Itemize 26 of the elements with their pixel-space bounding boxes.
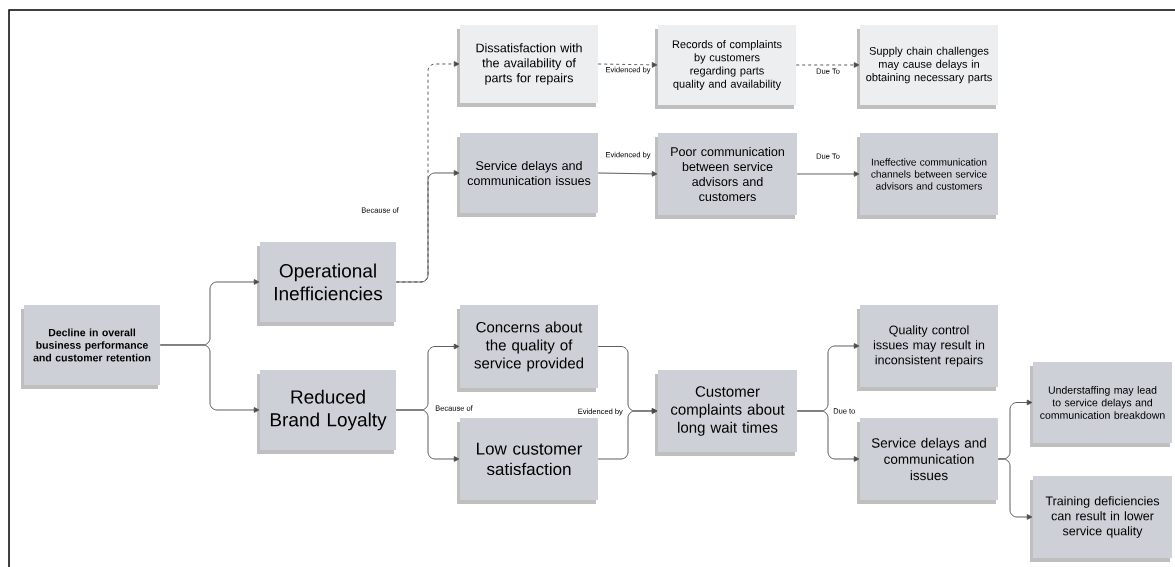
note-box: Ineffective communication channels between service advisors and customers [857, 133, 998, 219]
note-box: Concerns about the quality of service provided [457, 305, 598, 392]
arrow [597, 62, 658, 68]
arrow [597, 171, 658, 177]
arrow [159, 344, 260, 413]
note-box: Service delays and communication issues [857, 418, 998, 504]
note-box: Low customer satisfaction [457, 418, 598, 504]
note-box: Service delays and communication issues [457, 133, 598, 217]
note-box: Records of complaints by customers regarding parts quality and availability [655, 25, 796, 109]
note-box: Customer complaints about long wait times [655, 370, 797, 456]
arrow [997, 458, 1033, 520]
arrow [597, 408, 658, 460]
note-box: Supply chain challenges may cause delays in obtaining necessary parts [857, 25, 998, 109]
arrow [395, 409, 460, 462]
note-box: Training deficiencies can result in lower service quality [1030, 476, 1172, 562]
arrow [796, 171, 860, 177]
note-box: Reduced Brand Loyalty [257, 370, 396, 454]
note-box: Decline in overall business performance and customer retention [21, 305, 160, 389]
note-box: Poor communication between service advisors and customers [655, 133, 797, 219]
note-box: Understaffing may lead to service delays and communication breakdown [1030, 362, 1172, 447]
note-box: Operational Inefficiencies [257, 242, 396, 326]
arrow [796, 410, 860, 462]
note-box: Dissatisfaction with the availability of parts for repairs [457, 25, 598, 107]
note-box: Quality control issues may result in inconsistent repairs [857, 305, 998, 391]
arrow [395, 170, 460, 283]
arrow [795, 62, 860, 68]
